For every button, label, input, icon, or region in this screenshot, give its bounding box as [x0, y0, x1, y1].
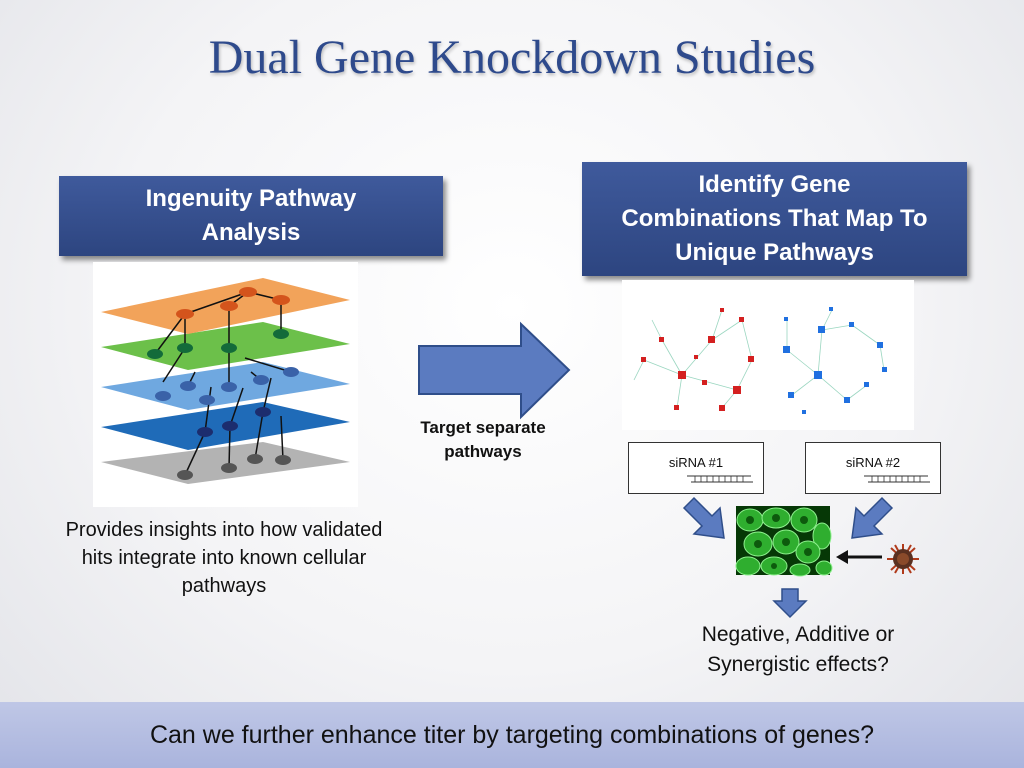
- target-arrow: [418, 321, 571, 420]
- pathway-layers-illustration: [93, 262, 358, 507]
- ingenuity-description: Provides insights into how validated hit…: [65, 519, 383, 597]
- green-cells-image: [735, 506, 833, 577]
- arrow-down-to-result: [772, 588, 808, 619]
- ingenuity-header-text: Ingenuity Pathway Analysis: [145, 185, 357, 246]
- arrow-virus-to-cells: [836, 550, 882, 564]
- network-diagrams: [622, 280, 914, 430]
- footer-question: Can we further enhance titer by targetin…: [149, 720, 875, 749]
- sirna-2-label: siRNA #2: [845, 455, 901, 470]
- sirna-1-duplex-icon: [687, 475, 753, 483]
- sirna-2-box: siRNA #2: [805, 442, 941, 494]
- sirna-2-duplex-icon: [864, 475, 930, 483]
- slide-title: Dual Gene Knockdown Studies: [208, 31, 816, 84]
- virus-icon: [887, 544, 919, 574]
- sirna-1-label: siRNA #1: [668, 455, 724, 470]
- result-question: Negative, Additive or Synergistic effect…: [701, 623, 895, 676]
- ingenuity-header-box: Ingenuity Pathway Analysis: [59, 176, 443, 256]
- sirna-1-box: siRNA #1: [628, 442, 764, 494]
- arrow-sirna2-to-cells: [851, 496, 894, 539]
- layer-gray: [101, 442, 350, 484]
- footer-banner: Can we further enhance titer by targetin…: [0, 702, 1024, 768]
- identify-combinations-header-text: Identify Gene Combinations That Map To U…: [621, 171, 928, 266]
- arrow-label: Target separate pathways: [420, 418, 546, 461]
- identify-combinations-header-box: Identify Gene Combinations That Map To U…: [582, 162, 967, 276]
- arrow-sirna1-to-cells: [682, 496, 725, 539]
